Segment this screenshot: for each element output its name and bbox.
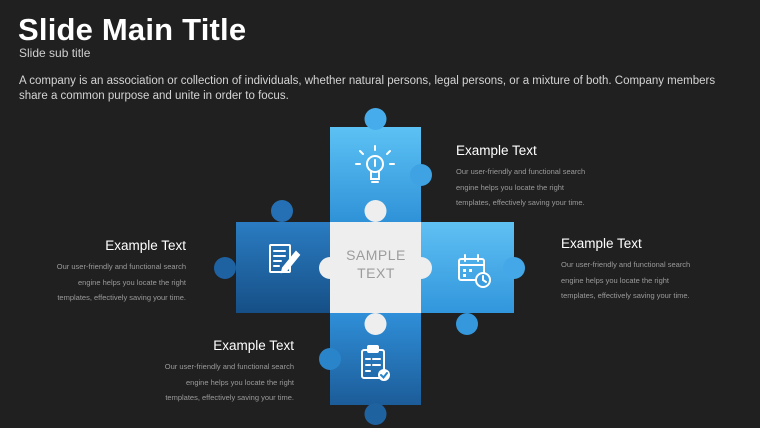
text-block-left: Example Text Our user-friendly and funct… (40, 238, 186, 306)
text-block-body: Our user-friendly and functional search … (148, 359, 294, 406)
text-block-top-right: Example Text Our user-friendly and funct… (456, 143, 585, 211)
clipboard-check-icon (361, 345, 390, 381)
text-block-line: engine helps you locate the right (561, 275, 669, 285)
text-block-line: Our user-friendly and functional search (456, 167, 586, 176)
slide-subtitle: Slide sub title (19, 46, 91, 60)
text-block-line: templates, effectively saving your time. (57, 293, 186, 302)
puzzle-piece-left (214, 200, 330, 313)
text-block-line: engine helps you locate the right (186, 377, 294, 387)
text-block-line: templates, effectively saving your time. (165, 393, 294, 402)
text-block-line: templates, effectively saving your time. (456, 198, 585, 207)
text-block-line: Our user-friendly and functional search (56, 262, 186, 271)
text-block-line: templates, effectively saving your time. (561, 291, 690, 300)
calendar-clock-icon (458, 254, 491, 288)
text-block-body: Our user-friendly and functional search … (40, 259, 186, 306)
text-block-line: engine helps you locate the right (78, 277, 186, 287)
lightbulb-icon (355, 145, 395, 183)
slide-description: A company is an association or collectio… (19, 75, 716, 102)
text-block-right: Example Text Our user-friendly and funct… (561, 236, 690, 304)
slide-title: Slide Main Title (18, 12, 247, 47)
text-block-body: Our user-friendly and functional search … (456, 164, 585, 211)
document-edit-icon (269, 244, 301, 274)
puzzle-piece-center (319, 200, 432, 335)
center-sample-text: SAMPLE TEXT (332, 246, 420, 282)
text-block-line: Our user-friendly and functional search (561, 260, 691, 269)
center-sample-text-line2: TEXT (357, 265, 395, 281)
text-block-heading: Example Text (456, 143, 537, 158)
text-block-heading: Example Text (561, 236, 642, 251)
text-block-heading: Example Text (105, 238, 186, 253)
center-sample-text-line1: SAMPLE (346, 247, 406, 263)
text-block-bottom: Example Text Our user-friendly and funct… (148, 338, 294, 406)
text-block-line: Our user-friendly and functional search (164, 362, 294, 371)
text-block-body: Our user-friendly and functional search … (561, 257, 690, 304)
puzzle-piece-right (421, 222, 525, 335)
text-block-heading: Example Text (213, 338, 294, 353)
text-block-line: engine helps you locate the right (456, 182, 564, 192)
